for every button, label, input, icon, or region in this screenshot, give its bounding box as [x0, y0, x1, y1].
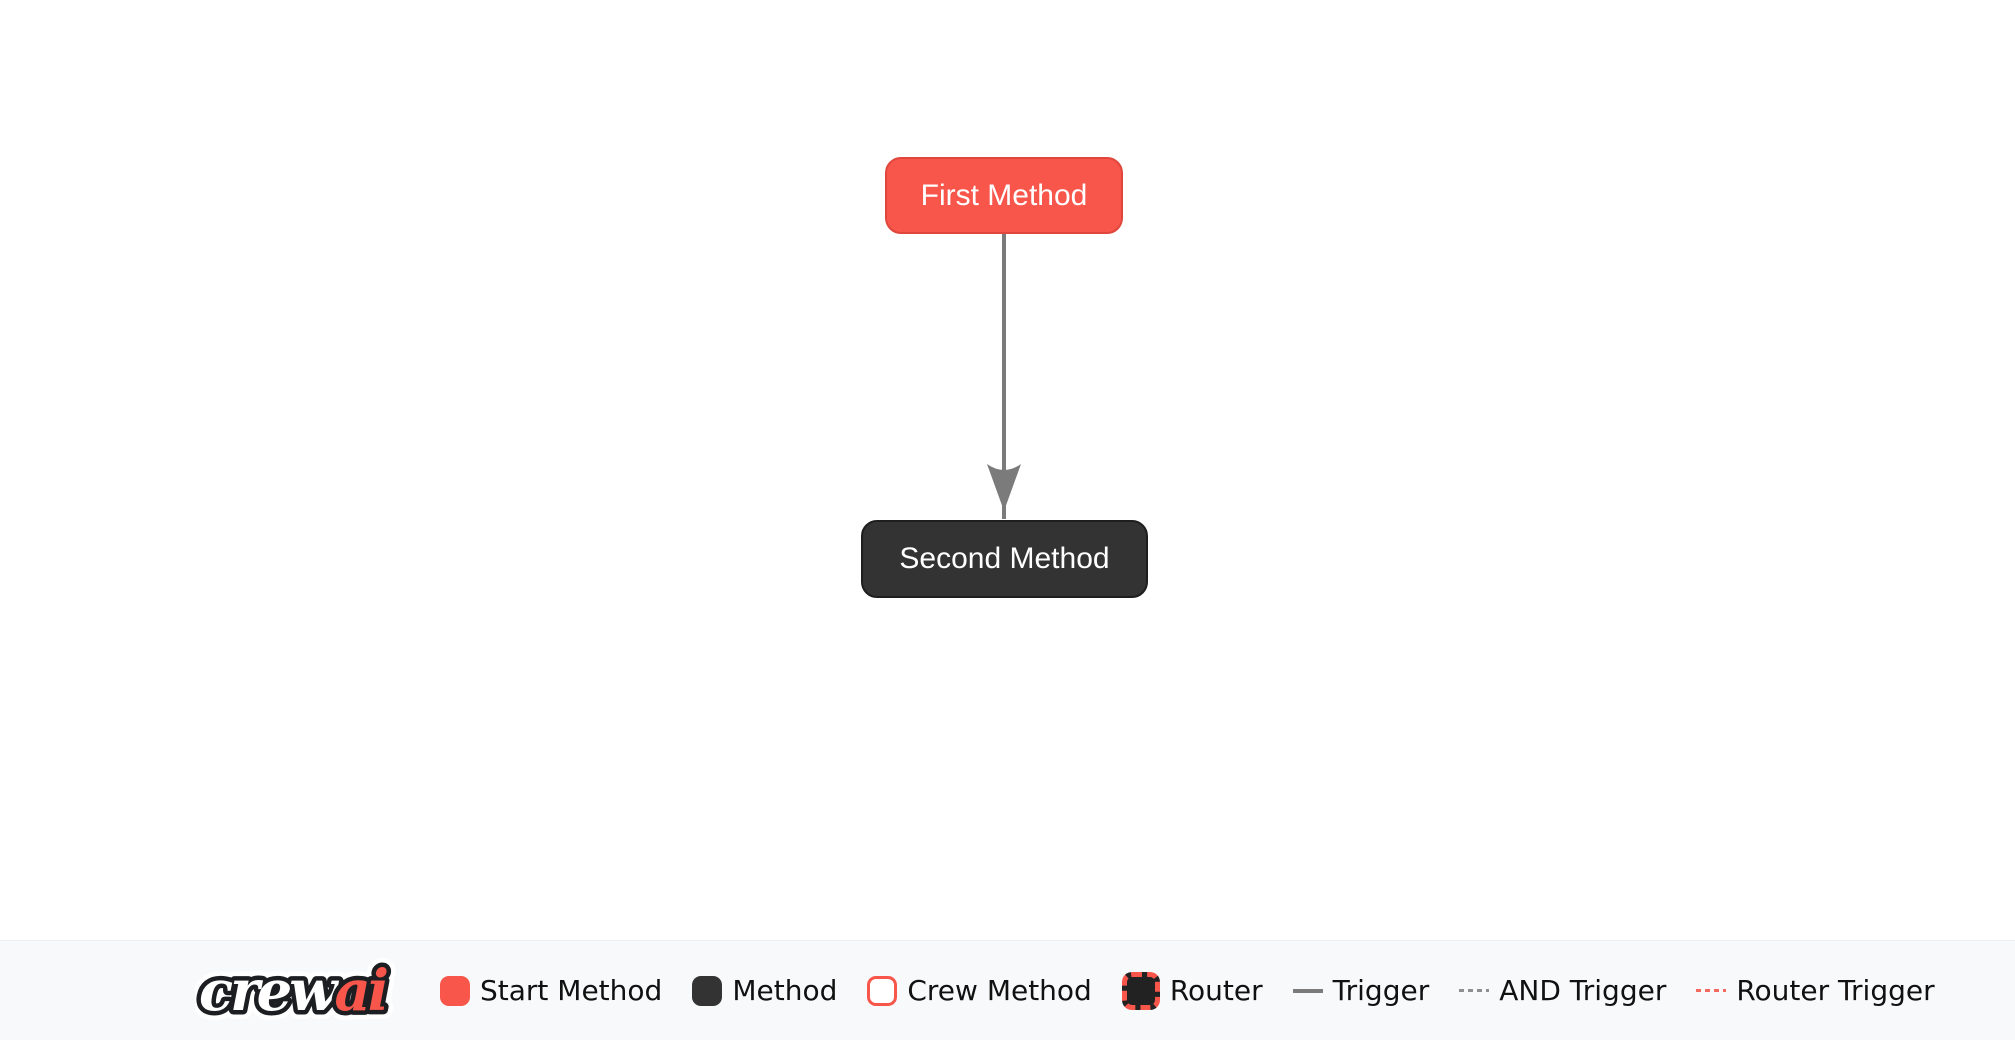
legend-item-trigger: Trigger	[1292, 974, 1429, 1007]
legend-bar: crewai crewai Start Method Method Crew M…	[0, 940, 2015, 1040]
edge-arrowhead-icon	[987, 464, 1021, 511]
node-label: First Method	[920, 178, 1088, 212]
and-trigger-line-icon	[1459, 989, 1490, 992]
node-second-method[interactable]: Second Method	[861, 520, 1148, 598]
method-swatch-icon	[692, 975, 723, 1006]
node-label: Second Method	[899, 542, 1110, 575]
legend-item-router: Router	[1121, 971, 1263, 1010]
router-trigger-line-icon	[1696, 989, 1727, 992]
legend-item-crew-method: Crew Method	[867, 974, 1092, 1007]
crewai-logo: crewai crewai	[195, 952, 399, 1030]
start-method-swatch-icon	[440, 975, 470, 1006]
crewai-logo-text: crewai	[199, 958, 387, 1024]
flow-canvas[interactable]: First Method Second Method	[0, 0, 2015, 940]
trigger-edge	[987, 234, 1021, 519]
legend-item-method: Method	[692, 974, 837, 1007]
legend-item-start-method: Start Method	[440, 974, 662, 1007]
node-first-method[interactable]: First Method	[885, 157, 1123, 234]
router-swatch-icon	[1121, 971, 1160, 1010]
legend-item-router-trigger: Router Trigger	[1696, 974, 1935, 1007]
trigger-line-icon	[1292, 988, 1323, 993]
legend-item-and-trigger: AND Trigger	[1459, 974, 1666, 1007]
crew-method-swatch-icon	[867, 975, 898, 1006]
